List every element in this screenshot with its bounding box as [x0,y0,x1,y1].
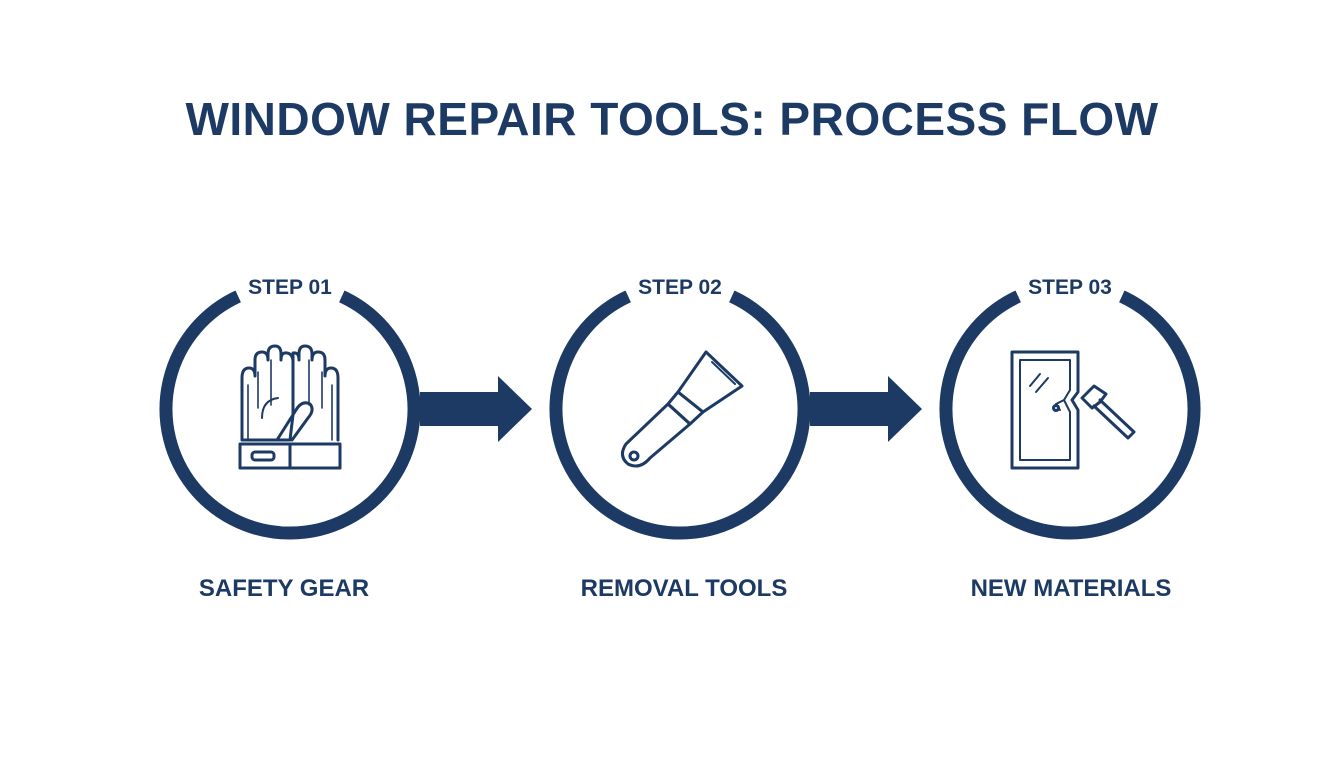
step-2-caption: REMOVAL TOOLS [580,575,788,602]
step-1-caption: SAFETY GEAR [198,575,370,602]
arrow-1-2 [420,376,532,442]
step-1-label: STEP 01 [248,276,332,299]
step-2-ring [549,290,811,540]
arrow-2-3 [810,376,922,442]
step-3-node [939,290,1201,540]
step-2-label: STEP 02 [638,276,722,299]
step-3-caption: NEW MATERIALS [970,575,1172,602]
step-2-node [549,290,811,540]
step-1-ring [159,290,421,540]
putty-knife-icon [621,350,744,468]
gloves-icon [238,344,342,470]
diagram-title: WINDOW REPAIR TOOLS: PROCESS FLOW [185,93,1159,145]
step-3-ring [939,290,1201,540]
window-hammer-icon [1010,350,1136,470]
step-3-label: STEP 03 [1028,276,1112,299]
step-1-node [159,290,421,540]
